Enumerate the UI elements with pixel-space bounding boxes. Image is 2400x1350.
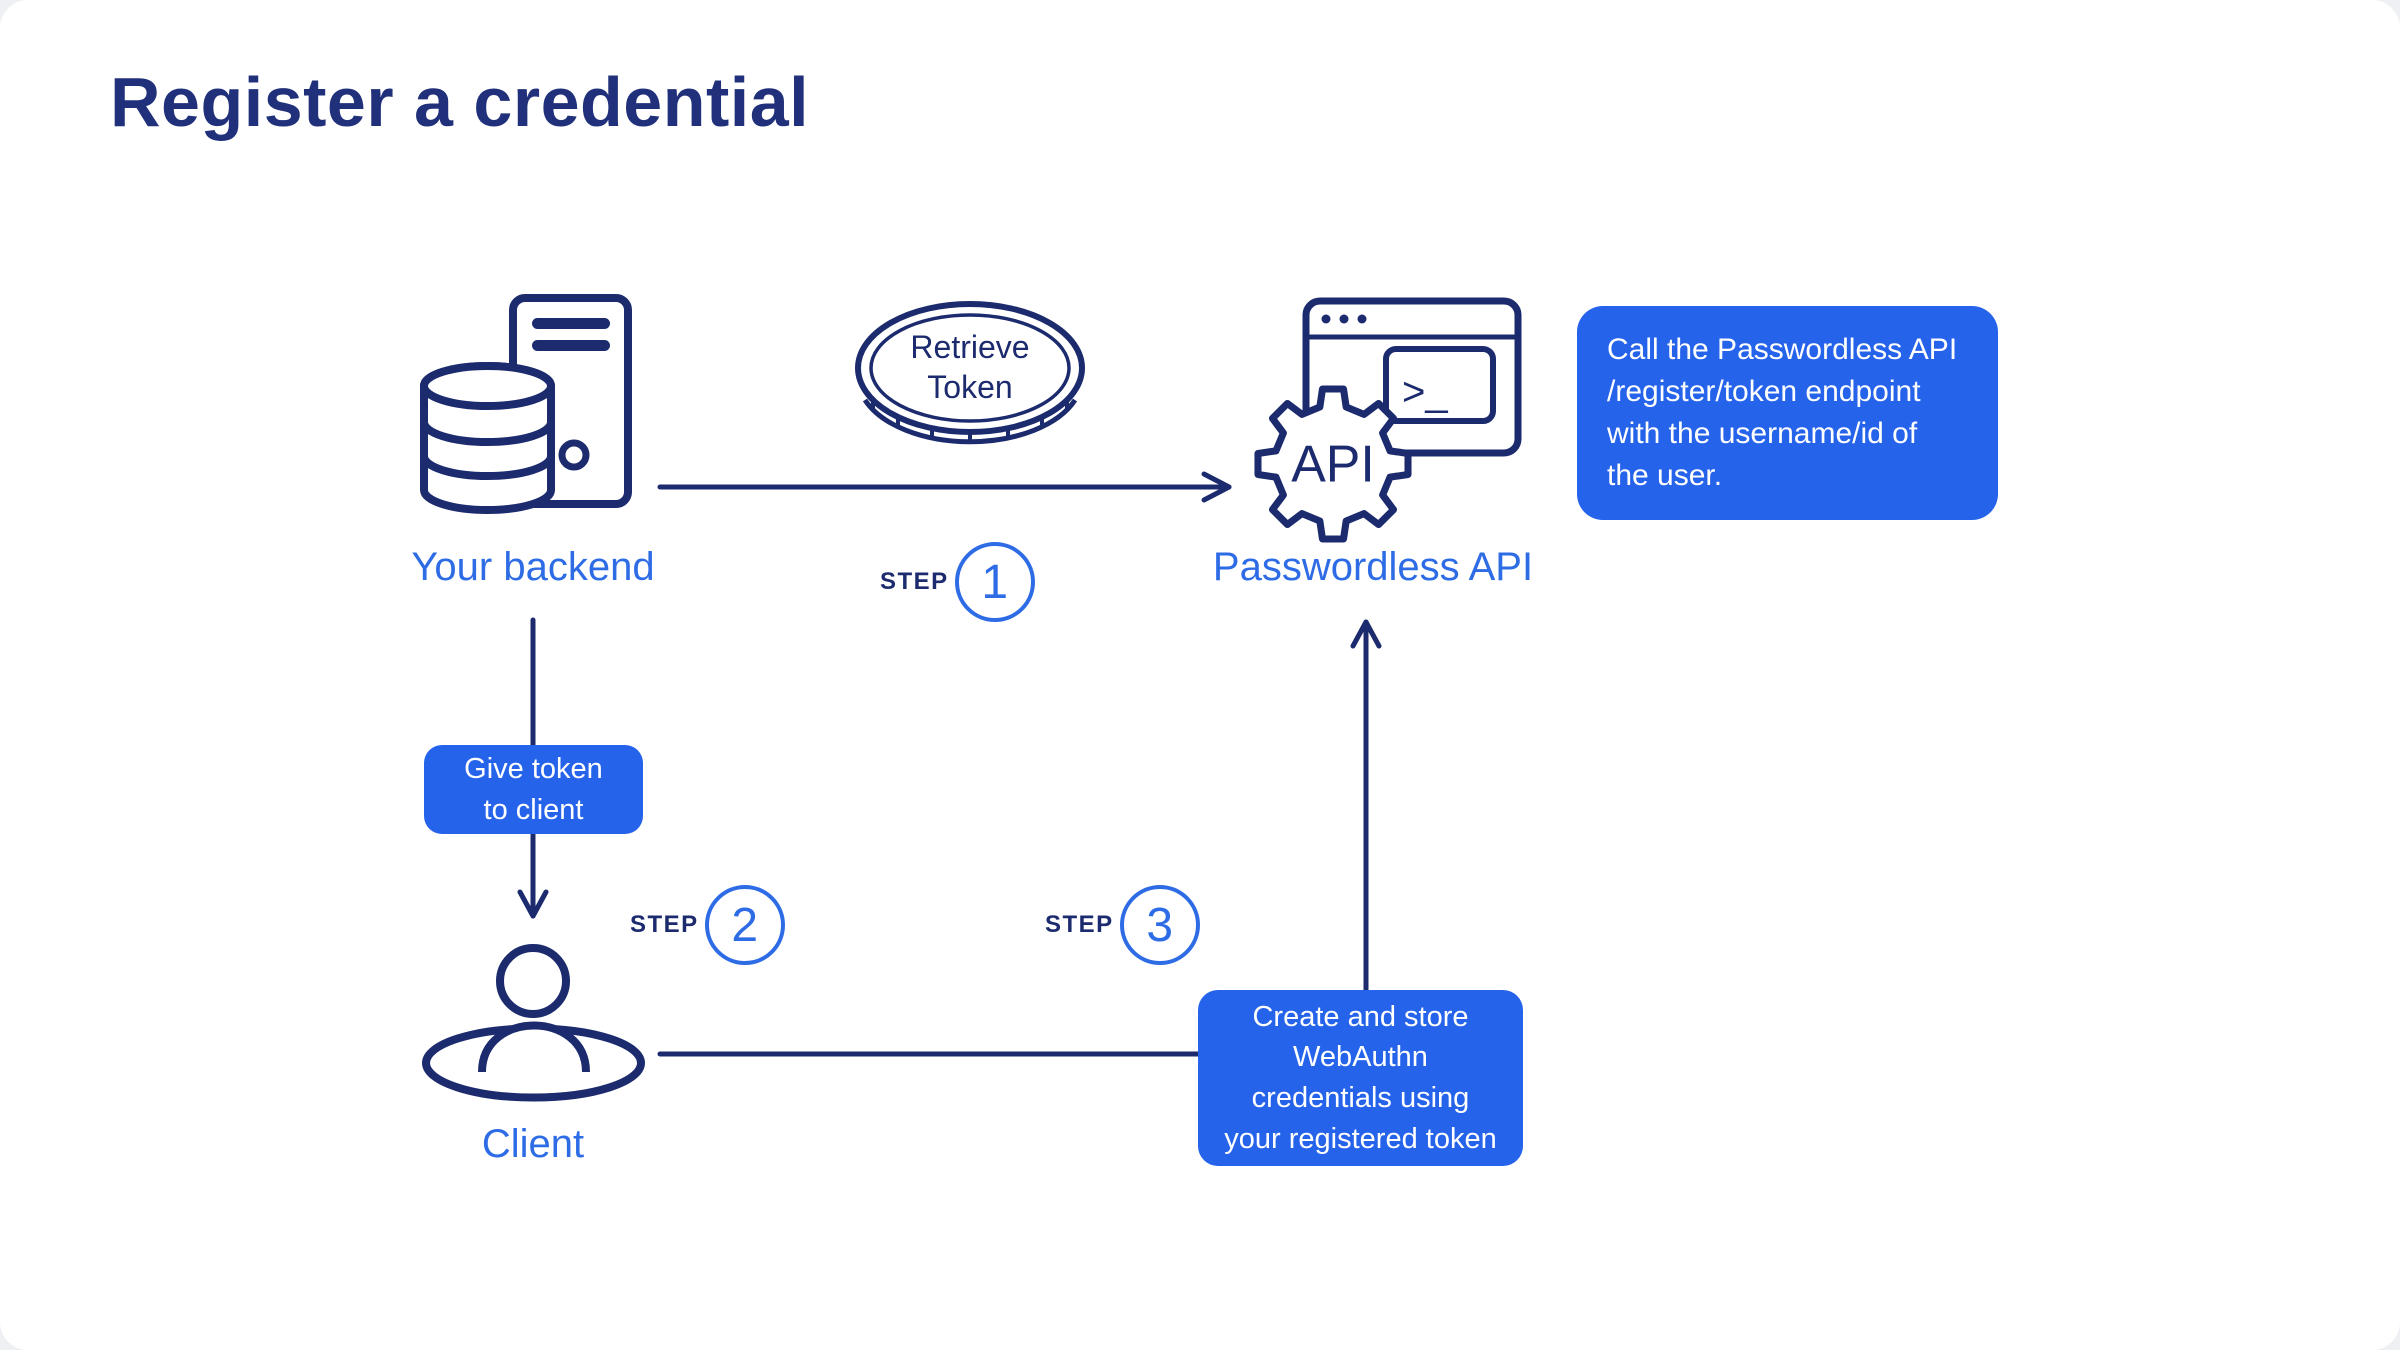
browser-dot	[1357, 314, 1367, 324]
callout-line: Create and store	[1252, 1000, 1469, 1033]
token-coin-text-line2: Token	[927, 369, 1012, 405]
backend-label: Your backend	[411, 545, 655, 589]
callout-line: to client	[483, 793, 584, 826]
terminal-prompt: >_	[1402, 370, 1448, 414]
step-1-badge: STEP 1	[880, 542, 1035, 622]
api-call-callout: Call the Passwordless API /register/toke…	[1577, 306, 1998, 520]
step-2-label: STEP	[630, 911, 699, 938]
token-coin-text-line1: Retrieve	[910, 329, 1029, 365]
callout-line: Give token	[464, 752, 603, 785]
browser-dot	[1321, 314, 1331, 324]
person-icon	[422, 944, 645, 1102]
step-2-number: 2	[704, 885, 785, 965]
api-gear-text: API	[1291, 434, 1375, 492]
give-token-callout: Give token to client	[424, 745, 643, 834]
step-1-label: STEP	[880, 568, 949, 595]
step-1-number: 1	[954, 542, 1035, 622]
callout-line: with the username/id of	[1607, 417, 1918, 450]
server-power-light	[558, 439, 590, 471]
webauthn-callout: Create and store WebAuthn credentials us…	[1198, 990, 1523, 1166]
server-database-icon	[420, 294, 632, 514]
api-gear: API	[1254, 385, 1412, 543]
step-3-label: STEP	[1045, 911, 1114, 938]
person-shoulders	[478, 1021, 590, 1073]
terminal-box	[1383, 346, 1496, 424]
step-3-badge: STEP 3	[1045, 885, 1200, 965]
step-2-badge: STEP 2	[630, 885, 785, 965]
callout-line: WebAuthn	[1293, 1041, 1428, 1074]
client-label: Client	[481, 1122, 585, 1166]
callout-line: the user.	[1607, 459, 1723, 492]
callout-line: /register/token endpoint	[1607, 375, 1921, 408]
callout-line: credentials using	[1251, 1082, 1470, 1114]
callout-line: Call the Passwordless API	[1607, 333, 1958, 366]
page-title: Register a credential	[110, 63, 810, 141]
api-gear-browser-icon: >_ API	[1254, 297, 1522, 543]
callout-line: your registered token	[1224, 1122, 1497, 1155]
token-coin-icon: Retrieve Token	[855, 301, 1085, 445]
api-label: Passwordless API	[1212, 545, 1534, 589]
step-3-number: 3	[1119, 885, 1200, 965]
browser-dot	[1339, 314, 1349, 324]
person-head	[496, 944, 570, 1018]
